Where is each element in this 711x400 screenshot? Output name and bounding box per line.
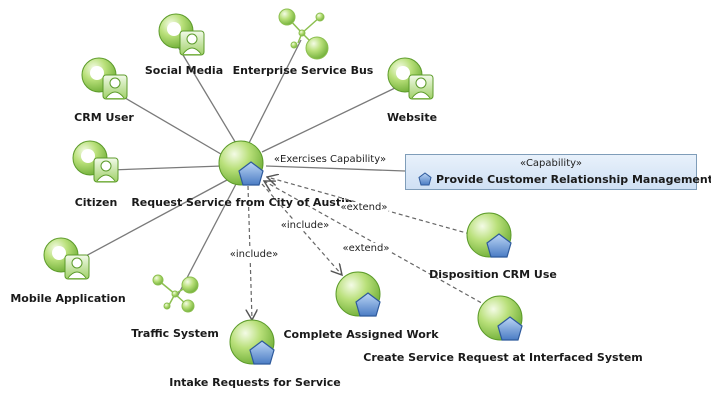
include-complete-work (261, 183, 342, 275)
relation-include-complete-label: «include» (279, 220, 331, 231)
actor-crm-user-icon[interactable] (81, 57, 128, 100)
usecase-disposition-crm-use-label: Disposition CRM Use (429, 268, 557, 281)
actor-social-media-label: Social Media (144, 64, 224, 77)
actor-citizen-icon[interactable] (72, 140, 119, 183)
assoc-exercises-capability (265, 165, 406, 172)
relation-extend-create-label: «extend» (341, 243, 391, 254)
assoc-enterprise-service-bus (245, 39, 302, 150)
usecase-complete-assigned-work-label: Complete Assigned Work (283, 328, 439, 341)
capability-pentagon-icon (418, 172, 432, 186)
actor-mobile-application-label: Mobile Application (10, 292, 126, 305)
actor-mobile-application-icon[interactable] (43, 237, 90, 280)
actor-website-label: Website (386, 111, 438, 124)
assoc-citizen (109, 165, 223, 171)
actor-citizen-label: Citizen (74, 196, 118, 209)
capability-box[interactable]: «Capability» Provide Customer Relationsh… (405, 154, 711, 190)
actor-social-media-icon[interactable] (158, 13, 205, 56)
usecase-disposition-crm-use-icon[interactable] (466, 212, 512, 258)
usecase-create-service-request-icon[interactable] (477, 295, 523, 341)
include-intake-requests (248, 185, 252, 320)
assoc-social-media (176, 44, 241, 151)
usecase-request-service-icon[interactable] (218, 140, 264, 186)
actor-enterprise-service-bus-label: Enterprise Service Bus (232, 64, 374, 77)
capability-stereotype: «Capability» (520, 158, 582, 169)
actor-traffic-system-label: Traffic System (131, 327, 219, 340)
actor-website-icon[interactable] (387, 57, 434, 100)
assoc-mobile-application (81, 179, 228, 259)
relation-include-intake-label: «include» (228, 249, 280, 260)
usecase-intake-requests-icon[interactable] (229, 319, 275, 365)
assoc-crm-user (119, 94, 227, 158)
actor-enterprise-service-bus-icon[interactable] (278, 8, 329, 60)
actor-crm-user-label: CRM User (74, 111, 134, 124)
actor-traffic-system-icon[interactable] (152, 274, 199, 313)
usecase-request-service-label: Request Service from City of Austin (131, 196, 353, 209)
relation-extend-disposition-label: «extend» (339, 202, 389, 213)
usecase-complete-assigned-work-icon[interactable] (335, 271, 381, 317)
relation-exercises-capability-label: «Exercises Capability» (272, 154, 388, 165)
usecase-create-service-request-label: Create Service Request at Interfaced Sys… (363, 351, 643, 364)
capability-name: Provide Customer Relationship Management (436, 173, 711, 186)
usecase-intake-requests-label: Intake Requests for Service (169, 376, 341, 389)
assoc-website (261, 87, 396, 153)
